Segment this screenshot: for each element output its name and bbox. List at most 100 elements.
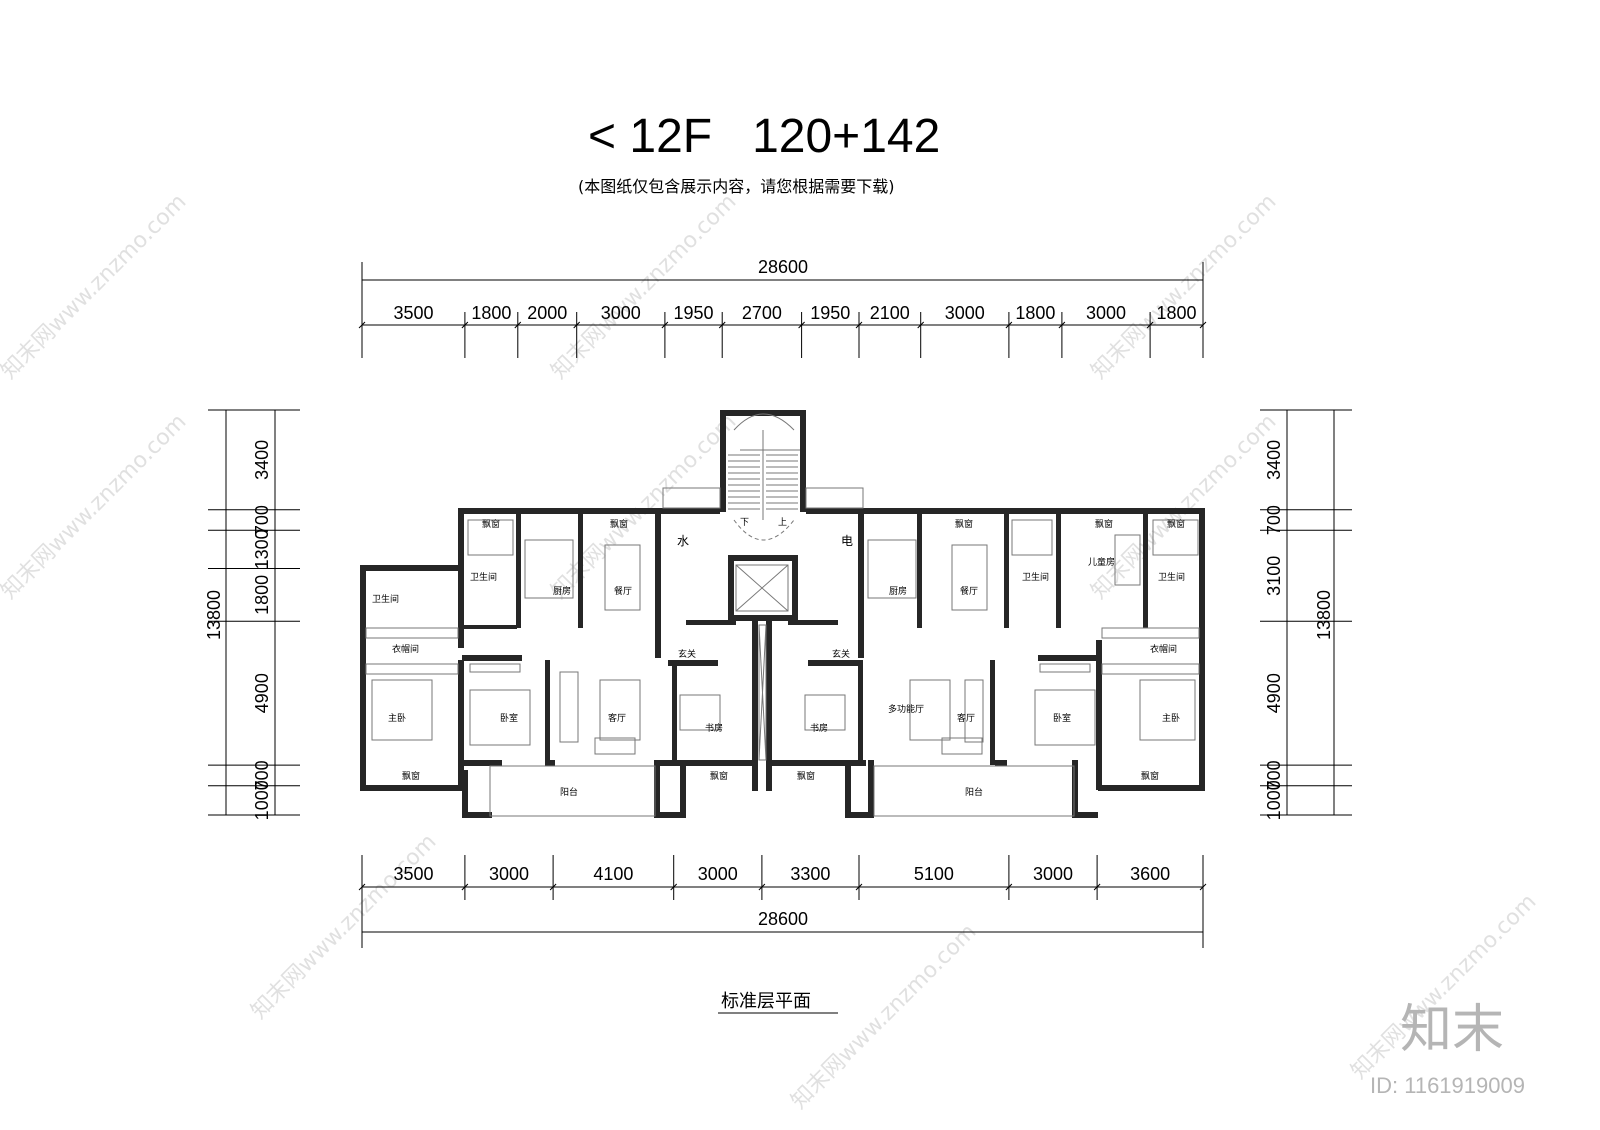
room-label-master-bedroom: 主卧 [1162,712,1180,724]
dimension-slash [1199,883,1207,891]
dimension-label: 3400 [1264,440,1284,480]
dimension-slash [798,321,805,329]
watermark: 知末网www.znzmo.com [0,409,191,604]
dimension-label: 3500 [393,864,433,884]
dimension-label: 3500 [393,303,433,323]
room-label-up: 上 [778,517,787,528]
building-walls [360,410,1205,818]
room-label-dining: 餐厅 [614,585,632,597]
dimension-slash [1058,321,1066,329]
brand-logo: 知末 [1400,1000,1504,1060]
room-label-living-room: 客厅 [957,712,975,724]
dimension-label: 3000 [698,864,738,884]
dimension-label: 2100 [870,303,910,323]
dimension-slash [1146,321,1154,329]
room-label-multi-hall: 多功能厅 [888,703,924,715]
room-label-study: 书房 [705,722,723,734]
room-label-bathroom: 卫生间 [470,571,497,583]
dimension-slash [855,883,863,891]
dimension-label: 4100 [593,864,633,884]
plan-thin-lines [365,413,1200,817]
dimension-label: 1800 [252,575,272,615]
room-label-bay-window: 飘窗 [482,518,500,530]
dimension-slash [758,883,766,891]
room-label-master-bedroom: 主卧 [388,712,406,724]
room-label-down: 下 [740,518,749,528]
room-label-bay-window: 飘窗 [1167,518,1185,530]
watermark: 知末网www.znzmo.com [1087,189,1282,384]
room-label-bay-window: 飘窗 [1141,770,1159,782]
drawing-title: < 12F 120+142 [588,110,940,163]
dimension-slash [549,883,557,891]
dimension-slash [358,883,366,891]
room-label-bathroom: 卫生间 [372,593,399,605]
right-dimension-lines [1260,409,1352,816]
room-label-water: 水 [677,534,689,548]
dimension-slash [1005,883,1013,891]
room-label-foyer: 玄关 [678,648,696,660]
room-label-balcony: 阳台 [965,786,983,798]
dimension-label: 1000 [1264,780,1284,820]
bottom-total-dimension: 28600 [758,909,808,929]
room-label-bay-window: 飘窗 [710,770,728,782]
dimension-label: 2700 [742,303,782,323]
dimension-slash [718,321,726,329]
room-label-kids-room: 儿童房 [1088,556,1115,568]
dimension-label: 1000 [252,780,272,820]
dimension-label: 3000 [1033,864,1073,884]
dimension-slash [1005,321,1013,329]
dimension-label: 2000 [527,303,567,323]
room-label-bathroom: 卫生间 [1022,571,1049,583]
dimension-slash [514,321,522,329]
dimension-label: 4900 [1264,673,1284,713]
room-label-bedroom: 卧室 [500,712,518,724]
top-dimension-lines [358,262,1207,358]
dimension-label: 5100 [914,864,954,884]
drawing-subtitle: (本图纸仅包含展示内容，请您根据需要下载) [578,177,895,196]
room-label-foyer: 玄关 [832,648,850,660]
dimension-slash [1199,321,1207,329]
room-label-bay-window: 飘窗 [955,518,973,530]
dimension-label: 3600 [1130,864,1170,884]
left-total-dimension: 13800 [204,590,224,640]
watermark: 知末网www.znzmo.com [787,919,982,1114]
dimension-label: 3000 [489,864,529,884]
room-label-bay-window: 飘窗 [1095,518,1113,530]
dimension-label: 3100 [1264,556,1284,596]
room-label-bathroom: 卫生间 [1158,571,1185,583]
dimension-label: 1800 [1015,303,1055,323]
dimension-label: 1800 [1156,303,1196,323]
room-label-bedroom: 卧室 [1053,712,1071,724]
watermark: 知末网www.znzmo.com [0,189,191,384]
room-label-living-room: 客厅 [608,712,626,724]
dimension-label: 700 [252,760,272,790]
room-label-walk-in-closet: 衣帽间 [1150,643,1177,655]
room-label-kitchen: 厨房 [889,585,907,597]
dimension-slash [855,321,863,329]
dimension-label: 3000 [601,303,641,323]
watermark: 知末网www.znzmo.com [547,189,742,384]
drawing-id: ID: 1161919009 [1370,1073,1525,1098]
dimension-slash [670,883,678,891]
top-total-dimension: 28600 [758,257,808,277]
room-label-kitchen: 厨房 [553,585,571,597]
dimension-label: 3300 [790,864,830,884]
dimension-label: 700 [1264,760,1284,790]
dimension-label: 1800 [471,303,511,323]
dimension-label: 3400 [252,440,272,480]
room-label-walk-in-closet: 衣帽间 [392,643,419,655]
watermark: 知末网www.znzmo.com [547,409,742,604]
room-label-bay-window: 飘窗 [402,770,420,782]
left-dimension-lines [208,409,300,816]
plan-caption: 标准层平面 [721,991,811,1012]
dimension-slash [461,883,469,891]
dimension-slash [661,321,669,329]
watermark: 知末网www.znzmo.com [247,829,442,1024]
room-label-bay-window: 飘窗 [610,518,628,530]
room-label-dining: 餐厅 [960,585,978,597]
room-label-bay-window: 飘窗 [797,770,815,782]
dimension-label: 700 [252,505,272,535]
dimension-slash [573,321,581,329]
dimension-label: 1300 [252,529,272,569]
